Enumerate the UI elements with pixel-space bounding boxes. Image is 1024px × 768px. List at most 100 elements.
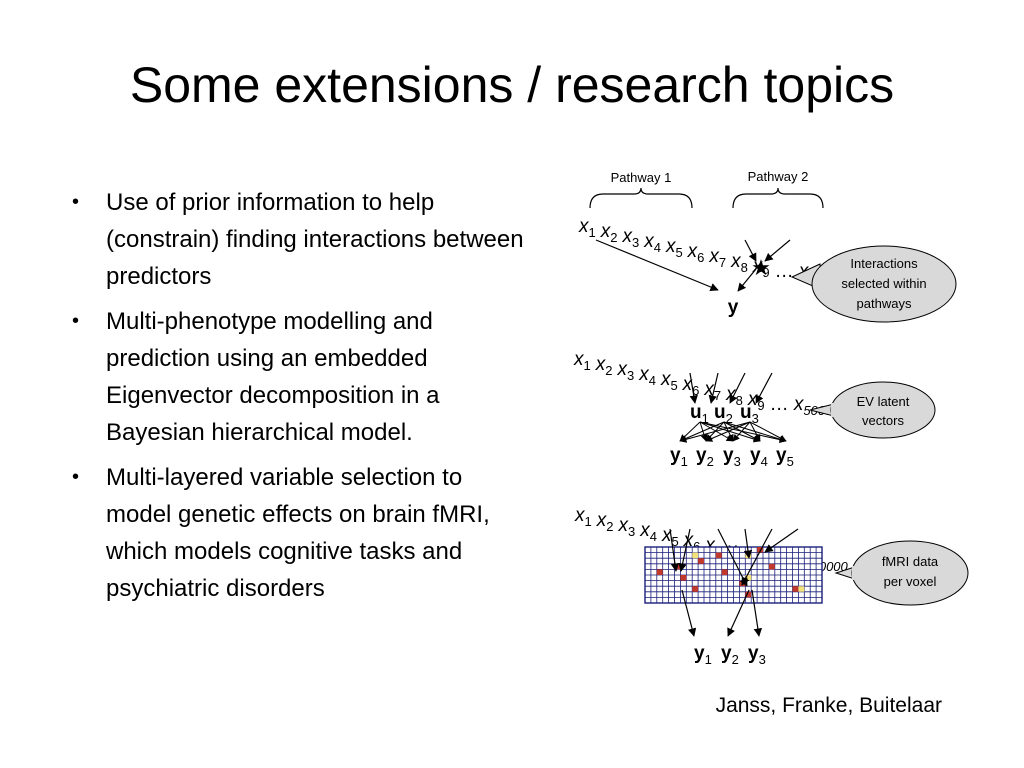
y-output-subscript: 3 bbox=[759, 652, 766, 667]
voxel-active bbox=[698, 558, 704, 564]
voxel-active bbox=[745, 591, 752, 598]
x-symbol: x bbox=[747, 389, 759, 410]
x-subscript: 9 bbox=[762, 265, 769, 280]
arrow-x7-u bbox=[729, 372, 746, 404]
arrow-fmri bbox=[764, 528, 799, 553]
bubble-line: pathways bbox=[857, 296, 912, 311]
x-subscript: 4 bbox=[649, 373, 656, 388]
bubble-interactions bbox=[811, 245, 957, 323]
x-subscript: 1 bbox=[584, 358, 591, 373]
y-phenotype-subscript: 2 bbox=[707, 454, 714, 469]
bubble-line: per voxel bbox=[884, 574, 937, 589]
u-vector-symbol: u bbox=[690, 402, 702, 423]
x-subscript: 1 bbox=[585, 514, 592, 529]
bubble-line: fMRI data bbox=[882, 554, 939, 569]
voxel-active bbox=[680, 575, 687, 581]
voxel-active bbox=[721, 569, 728, 575]
y-phenotype-symbol: y bbox=[696, 445, 707, 466]
x-symbol: x bbox=[578, 216, 590, 237]
arrow-x6-u bbox=[708, 372, 719, 404]
y-phenotype-symbol: y bbox=[723, 445, 734, 466]
x-subscript: 4 bbox=[650, 529, 657, 544]
x-symbol: x bbox=[638, 364, 650, 385]
x-symbol: x bbox=[643, 231, 655, 252]
ellipsis: … bbox=[770, 394, 794, 415]
arrow-u-y bbox=[699, 421, 761, 443]
x-subscript: 8 bbox=[736, 393, 743, 408]
x-subscript: 1 bbox=[589, 225, 596, 240]
bubble-fmri bbox=[851, 540, 969, 606]
voxel-highlight bbox=[798, 586, 805, 592]
y-phenotype: y2 bbox=[696, 445, 714, 469]
arrow-x8-u bbox=[755, 372, 773, 404]
x-symbol: x bbox=[793, 394, 805, 415]
x-symbol: x bbox=[621, 226, 633, 247]
x-subscript: 5 bbox=[675, 245, 682, 260]
star-icon: ★ bbox=[751, 255, 771, 280]
x-subscript: 3 bbox=[628, 524, 635, 539]
arrow-u-y bbox=[732, 421, 751, 442]
bullet-text: Multi-layered variable selection to mode… bbox=[106, 464, 490, 602]
y-phenotype: y1 bbox=[670, 445, 688, 469]
arrow-u-y bbox=[749, 421, 787, 442]
voxel-active bbox=[792, 586, 799, 592]
arrow-u-y bbox=[705, 421, 751, 442]
slide-title: Some extensions / research topics bbox=[129, 57, 895, 113]
voxel-active bbox=[715, 552, 722, 559]
bubble-ev bbox=[830, 381, 936, 439]
y-phenotype-subscript: 5 bbox=[787, 454, 794, 469]
u-vector: u3 bbox=[740, 402, 759, 426]
y-phenotype-symbol: y bbox=[776, 445, 787, 466]
x-symbol: x bbox=[616, 359, 628, 380]
voxel-active bbox=[692, 586, 699, 592]
x-subscript: 3 bbox=[627, 368, 634, 383]
bullet-dot: • bbox=[72, 191, 80, 213]
pathway-1-label: Pathway 1 bbox=[611, 170, 672, 185]
x-subscript: 6 bbox=[692, 383, 699, 398]
arrow-star-y bbox=[737, 268, 757, 292]
x-symbol: x bbox=[600, 221, 612, 242]
arrow-fmri bbox=[678, 528, 691, 572]
x-symbol: x bbox=[683, 530, 695, 551]
x-subscript: 2 bbox=[606, 519, 613, 534]
voxel-active bbox=[656, 569, 663, 575]
credit-line: Janss, Franke, Buitelaar bbox=[715, 694, 942, 717]
u-vector: u2 bbox=[714, 402, 733, 426]
u-vector-symbol: u bbox=[714, 402, 726, 423]
pathway-1-brace bbox=[589, 187, 693, 209]
y-output-symbol: y bbox=[748, 643, 759, 664]
u-vector: u1 bbox=[690, 402, 709, 426]
y-output-subscript: 1 bbox=[705, 652, 712, 667]
y-output-symbol: y bbox=[694, 643, 705, 664]
arrow-fmri bbox=[751, 589, 763, 637]
y-output: y2 bbox=[721, 643, 739, 667]
pathway-2-label: Pathway 2 bbox=[748, 169, 809, 184]
y-phenotype: y4 bbox=[750, 445, 768, 469]
x-subscript: 5 bbox=[671, 534, 678, 549]
bullet-item: •Multi-phenotype modelling and predictio… bbox=[66, 303, 526, 451]
x-subscript: 8 bbox=[741, 260, 748, 275]
y-outcome: y bbox=[728, 297, 739, 318]
x-symbol: x bbox=[574, 505, 586, 526]
arrow-x1-y bbox=[595, 239, 719, 292]
arrow-x5-u bbox=[689, 372, 698, 404]
bubble-tail-join bbox=[819, 268, 827, 294]
bubble-line: EV latent bbox=[857, 394, 910, 409]
u-vector-symbol: u bbox=[740, 402, 752, 423]
x-symbol: x bbox=[573, 349, 585, 370]
arrow-x7-star bbox=[744, 239, 757, 262]
x-subscript: 2 bbox=[610, 230, 617, 245]
y-phenotype: y5 bbox=[776, 445, 794, 469]
x-subscript: 3 bbox=[632, 235, 639, 250]
bullet-item: •Use of prior information to help (const… bbox=[66, 184, 526, 295]
x-subscript: 4 bbox=[654, 240, 661, 255]
x-symbol: x bbox=[595, 354, 607, 375]
arrow-fmri bbox=[681, 589, 697, 637]
arrow-fmri bbox=[741, 528, 773, 586]
